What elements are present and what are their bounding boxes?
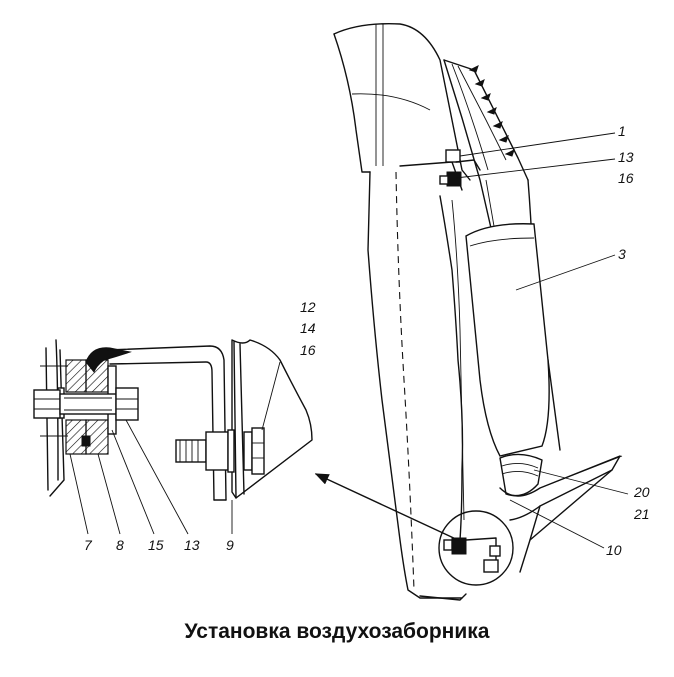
callout-12: 12 <box>300 299 316 315</box>
callout-3: 3 <box>618 246 626 262</box>
callout-20: 20 <box>633 484 650 500</box>
callout-13-top: 13 <box>618 149 634 165</box>
detail-reference-arrow <box>314 473 459 541</box>
callout-15: 15 <box>148 537 164 553</box>
figure-caption: Установка воздухозаборника <box>184 620 490 643</box>
upper-bracket <box>439 149 481 187</box>
callout-10: 10 <box>606 542 622 558</box>
callout-16-top: 16 <box>618 170 634 186</box>
callout-14: 14 <box>300 320 316 336</box>
lower-bracket-detail-circle <box>438 510 514 586</box>
callout-9: 9 <box>226 537 234 553</box>
detail-view <box>33 339 313 501</box>
lower-intake-hood <box>499 453 623 573</box>
callout-7: 7 <box>84 537 93 553</box>
leader-lines <box>69 132 629 549</box>
callout-16-detail: 16 <box>300 342 316 358</box>
callout-21: 21 <box>633 506 650 522</box>
intake-ribs <box>468 65 515 157</box>
callout-labels: 1 13 16 3 12 14 16 20 21 10 7 8 15 13 9 <box>84 123 650 558</box>
cab-rear-wall <box>333 23 471 601</box>
air-filter-housing <box>465 223 550 457</box>
callout-1: 1 <box>618 123 626 139</box>
callout-13-detail: 13 <box>184 537 200 553</box>
callout-8: 8 <box>116 537 124 553</box>
